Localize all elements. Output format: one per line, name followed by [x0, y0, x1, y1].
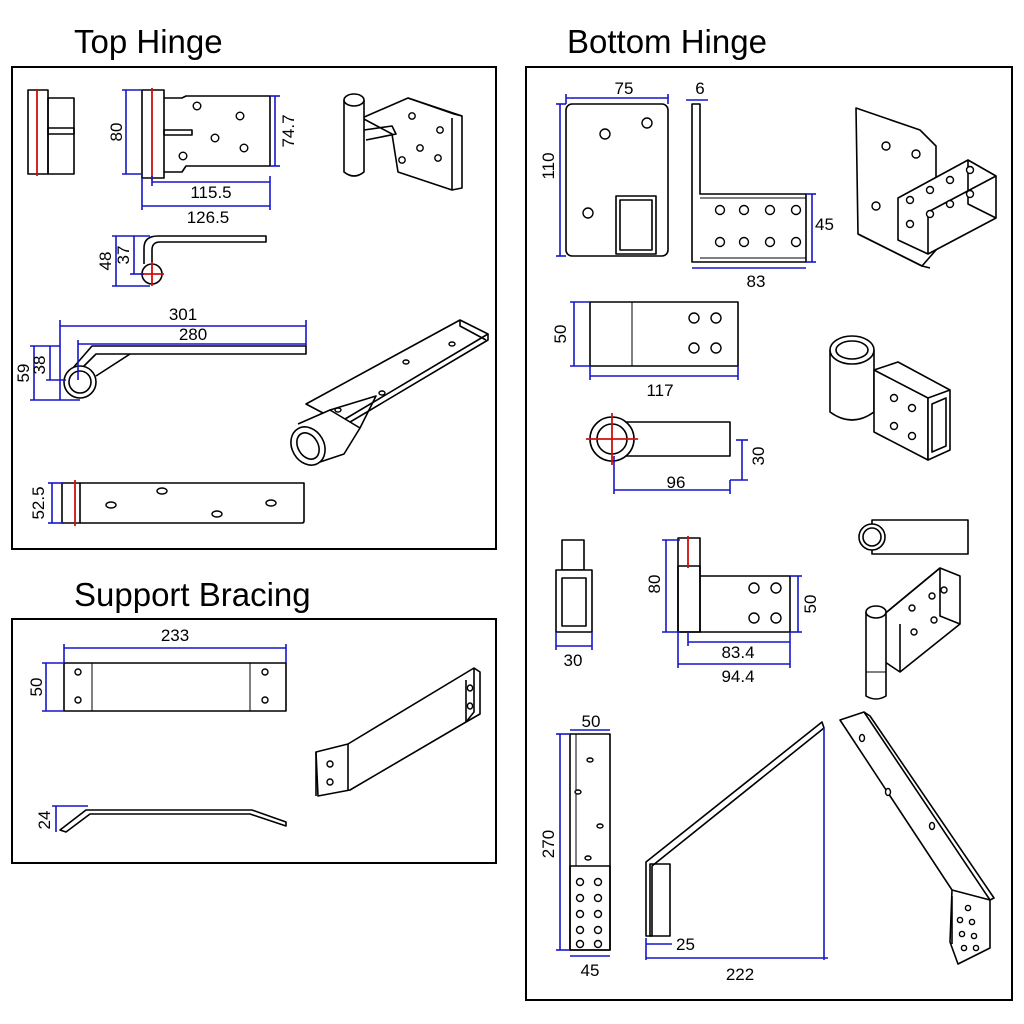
- top-hinge-profile: 48 37: [96, 235, 267, 287]
- title-support-bracing: Support Bracing: [74, 576, 311, 613]
- svg-text:30: 30: [564, 651, 583, 670]
- bottom-hinge-panel: [525, 66, 1013, 1001]
- top-hinge-plate-dims: 80 74.7 115.5 126.5: [107, 89, 298, 227]
- bottom-hinge-strap-view: 50 270 45: [539, 712, 611, 980]
- svg-text:48: 48: [96, 252, 115, 271]
- svg-text:83: 83: [747, 272, 766, 291]
- bottom-hinge-side-view: 6 45 83: [686, 79, 834, 291]
- svg-text:110: 110: [539, 152, 558, 179]
- svg-text:24: 24: [35, 811, 54, 830]
- svg-text:50: 50: [27, 678, 46, 697]
- bottom-hinge-plate-view: 75 110: [539, 79, 669, 257]
- svg-text:25: 25: [676, 935, 695, 954]
- svg-text:50: 50: [551, 325, 570, 344]
- svg-text:50: 50: [801, 595, 820, 614]
- bottom-hinge-3d-view: [855, 107, 997, 269]
- svg-text:94.4: 94.4: [721, 667, 754, 686]
- svg-text:301: 301: [169, 305, 197, 324]
- svg-text:75: 75: [615, 79, 634, 98]
- svg-text:6: 6: [695, 79, 704, 98]
- svg-text:83.4: 83.4: [721, 643, 754, 662]
- svg-text:126.5: 126.5: [187, 208, 230, 227]
- top-hinge-arm-profile: 301 280 59 38: [14, 305, 307, 401]
- top-hinge-arm-3d-view: [290, 319, 489, 466]
- svg-text:270: 270: [539, 830, 558, 858]
- svg-text:50: 50: [582, 712, 601, 731]
- top-hinge-plate-view: [141, 88, 271, 180]
- bottom-hinge-brace-3d-view: [839, 711, 995, 965]
- svg-text:59: 59: [14, 364, 33, 383]
- svg-text:233: 233: [161, 626, 189, 645]
- title-bottom-hinge: Bottom Hinge: [567, 23, 767, 60]
- top-hinge-side-view: [27, 89, 75, 176]
- bottom-hinge-block-view: 50 117: [551, 301, 739, 400]
- svg-text:45: 45: [581, 961, 600, 980]
- bottom-hinge-hinge-3d-view: [865, 567, 961, 700]
- bottom-hinge-pivot-plan: 96 30: [586, 413, 768, 494]
- svg-text:96: 96: [667, 473, 686, 492]
- top-hinge-3d-view: [343, 93, 463, 191]
- bottom-hinge-bracket-view: 80 50 83.4 94.4: [645, 536, 820, 686]
- svg-text:222: 222: [726, 965, 754, 984]
- svg-text:30: 30: [749, 447, 768, 466]
- svg-text:37: 37: [114, 246, 133, 265]
- top-hinge-panel: [11, 66, 497, 550]
- svg-text:74.7: 74.7: [279, 114, 298, 147]
- svg-text:280: 280: [179, 325, 207, 344]
- support-bracing-3d-view: [315, 667, 481, 797]
- support-bracing-panel: [11, 618, 497, 864]
- title-top-hinge: Top Hinge: [74, 23, 223, 60]
- svg-text:115.5: 115.5: [190, 183, 231, 202]
- support-bracing-plate: 233 50: [27, 626, 287, 712]
- bottom-hinge-brace-profile: 25 222: [645, 721, 828, 984]
- svg-text:117: 117: [646, 381, 673, 400]
- svg-text:38: 38: [30, 356, 49, 375]
- svg-text:52.5: 52.5: [29, 486, 48, 519]
- svg-text:80: 80: [107, 123, 126, 142]
- bottom-hinge-pin-view: [858, 519, 969, 555]
- bottom-hinge-post-view: 30: [555, 539, 593, 670]
- bottom-hinge-pivot-3d-view: [829, 335, 951, 461]
- support-bracing-profile: 24: [35, 805, 287, 833]
- svg-text:80: 80: [645, 575, 664, 594]
- top-hinge-bottom-view: 52.5: [29, 480, 305, 526]
- svg-text:45: 45: [815, 215, 834, 234]
